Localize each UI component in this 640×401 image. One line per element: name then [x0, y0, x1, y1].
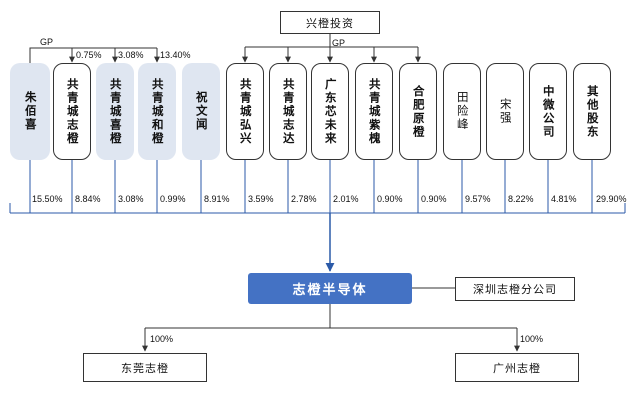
shareholder-box: 祝文闻: [182, 63, 220, 160]
subsidiary-pct: 100%: [520, 334, 544, 344]
shareholder-box: 广东芯未来: [311, 63, 349, 160]
shareholder-pct: 29.90%: [596, 194, 627, 204]
shareholder-pct: 0.90%: [377, 194, 403, 204]
shareholder-pct: 8.22%: [508, 194, 534, 204]
shareholder-name: 祝文闻: [194, 91, 209, 132]
shareholder-pct: 2.01%: [333, 194, 359, 204]
shareholder-box: 其他股东: [573, 63, 611, 160]
shareholder-box: 共青城弘兴: [226, 63, 264, 160]
shareholder-name: 共青城喜橙: [108, 77, 123, 146]
shareholder-name: 广东芯未来: [323, 77, 338, 146]
shareholder-box: 中微公司: [529, 63, 567, 160]
shareholder-name: 中微公司: [541, 84, 556, 139]
main-company-box: 志橙半导体: [248, 273, 412, 304]
shareholder-name: 其他股东: [585, 84, 600, 139]
shareholder-name: 共青城紫槐: [367, 77, 382, 146]
gp-label-right: GP: [332, 38, 346, 48]
shareholder-box: 共青城志达: [269, 63, 307, 160]
shareholder-name: 共青城弘兴: [238, 77, 253, 146]
shareholder-pct: 8.84%: [75, 194, 101, 204]
shareholder-pct: 3.59%: [248, 194, 274, 204]
gp-label-left: GP: [40, 37, 54, 47]
subsidiary-box: 东莞志橙: [83, 353, 207, 382]
shareholder-box: 合肥原橙: [399, 63, 437, 160]
shareholder-pct: 3.08%: [118, 194, 144, 204]
shareholder-box: 共青城志橙: [53, 63, 91, 160]
shareholder-pct: 0.99%: [160, 194, 186, 204]
shareholder-box: 共青城和橙: [138, 63, 176, 160]
subsidiary-pct: 100%: [150, 334, 174, 344]
shareholder-name: 共青城和橙: [150, 77, 165, 146]
shareholder-box: 田险峰: [443, 63, 481, 160]
shareholder-name: 共青城志达: [281, 77, 296, 146]
gp-pct-3: 13.40%: [160, 50, 191, 60]
gp-pct-1: 0.75%: [76, 50, 102, 60]
shareholder-box: 朱佰喜: [10, 63, 50, 160]
shareholder-box: 宋强: [486, 63, 524, 160]
shareholder-box: 共青城喜橙: [96, 63, 134, 160]
shareholder-pct: 2.78%: [291, 194, 317, 204]
shareholder-box: 共青城紫槐: [355, 63, 393, 160]
shareholder-pct: 15.50%: [32, 194, 63, 204]
shareholder-pct: 0.90%: [421, 194, 447, 204]
shareholder-pct: 4.81%: [551, 194, 577, 204]
shareholder-name: 田险峰: [455, 91, 470, 132]
shareholder-name: 朱佰喜: [23, 91, 38, 132]
shareholder-pct: 8.91%: [204, 194, 230, 204]
gp-pct-2: 3.08%: [118, 50, 144, 60]
shareholder-name: 合肥原橙: [411, 84, 426, 139]
subsidiary-box: 广州志橙: [455, 353, 579, 382]
shareholder-name: 共青城志橙: [65, 77, 80, 146]
branch-box: 深圳志橙分公司: [455, 277, 575, 301]
shareholder-name: 宋强: [498, 98, 513, 125]
top-investor-box: 兴橙投资: [280, 11, 380, 34]
shareholder-pct: 9.57%: [465, 194, 491, 204]
